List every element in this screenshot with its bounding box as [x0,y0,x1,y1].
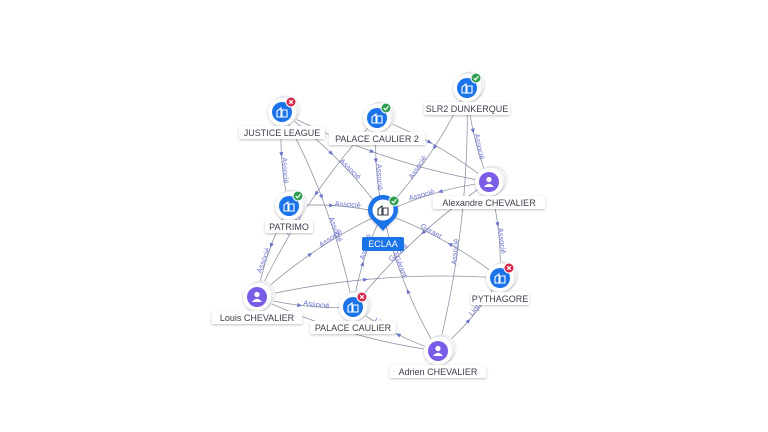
node-label-box [470,292,530,305]
edge-arrow [328,203,335,208]
node-label: PATRIMO [269,222,309,232]
edge-line [256,275,501,298]
status-check-icon [470,72,482,84]
edge-line [382,212,501,279]
node-patrimo[interactable]: PATRIMO [265,189,313,233]
node-louis[interactable]: Louis CHEVALIER [211,280,303,324]
edge-label: Associé [255,246,273,274]
edge-arrow [447,242,454,248]
node-label-box [328,132,426,145]
status-cross-icon [285,96,297,108]
node-label-box [265,220,313,233]
edge-arrow [420,229,427,235]
node-label: Louis CHEVALIER [220,313,295,323]
edge-arrow [328,150,334,156]
focus-icon-group [377,204,389,216]
edge-label: Gérant [419,221,444,241]
node-label: PALACE CAULIER 2 [335,134,419,144]
edge-arrow [314,190,319,196]
building-icon [283,200,295,212]
edge-arrow [495,222,500,228]
edge-arrow [269,242,274,249]
building-icon [377,204,389,216]
edge-arrow [426,139,433,144]
node-label: Alexandre CHEVALIER [442,198,536,208]
person-icon [252,291,262,302]
edge-line [352,181,490,308]
status-check-icon [380,102,392,114]
person-icon [433,345,443,356]
edge-line [281,111,490,183]
node-label: PYTHAGORE [472,294,529,304]
node-label-box [389,365,487,378]
node-adrien[interactable]: Adrien CHEVALIER [389,334,487,378]
node-slr2[interactable]: SLR2 DUNKERQUE [424,71,510,115]
focus-label-box [362,237,404,251]
edge-arrow [318,193,323,200]
edge-arrow [279,151,284,158]
building-icon [494,272,506,284]
edge-label: Associé [280,157,291,184]
edge-label: Associé [303,298,330,310]
edge-arrow [360,261,364,267]
status-check-icon [292,190,304,202]
status-cross-icon [356,291,368,303]
edge-arrow [437,189,444,194]
nodes-layer: ECLAA JUSTICE LEAGUE PALACE CAULIER 2 SLR2 … [211,71,546,378]
node-label-box [239,126,325,139]
edge-arrow [297,303,303,307]
node-pc[interactable]: PALACE CAULIER [310,290,396,334]
edge-label: Gérant [392,254,409,279]
edge-label: Associé [408,187,436,203]
node-label: SLR2 DUNKERQUE [426,104,509,114]
edge-arrow [362,277,369,282]
edge-justice-alexandre [281,111,490,183]
node-eclaa[interactable]: ECLAA [362,195,404,251]
edge-arrow [369,148,375,153]
edge-slr2-adrien: Associé [437,87,468,352]
edge-label: Associé [375,164,385,191]
node-label: PALACE CAULIER [315,323,392,333]
node-label-box [432,196,546,209]
edge-louis-pythagore [256,275,501,298]
edge-label: Associé [472,133,486,161]
node-alexandre[interactable]: Alexandre CHEVALIER [432,165,546,209]
edge-arrow [470,128,475,134]
edge-arrow [406,288,411,295]
building-icon [347,301,359,313]
building-icon [276,106,288,118]
edge-label: Associé [449,238,460,265]
node-label-box [211,311,303,324]
node-label-box [424,102,510,115]
edge-line [437,87,468,352]
edge-line [382,212,439,352]
edge-label: Associé [334,199,361,210]
node-justice[interactable]: JUSTICE LEAGUE [239,95,325,139]
edge-arrow [432,144,438,150]
node-pythagore[interactable]: PYTHAGORE [470,261,530,305]
edge-arrow [395,333,402,338]
node-label: JUSTICE LEAGUE [244,128,321,138]
status-check-icon [388,195,400,207]
edge-label: Associé [496,227,508,254]
building-icon [371,112,383,124]
person-icon [484,176,494,187]
node-pc2[interactable]: PALACE CAULIER 2 [328,101,426,145]
edge-arrow [307,252,313,258]
edge-arrow [373,158,378,164]
node-label: Adrien CHEVALIER [399,367,478,377]
building-icon [461,82,473,94]
edge-label: Associé [407,154,429,181]
node-label: ECLAA [368,239,398,249]
status-cross-icon [503,262,515,274]
edge-arrow [465,318,471,324]
edge-label: Associé [338,157,363,182]
node-label-box [310,321,396,334]
